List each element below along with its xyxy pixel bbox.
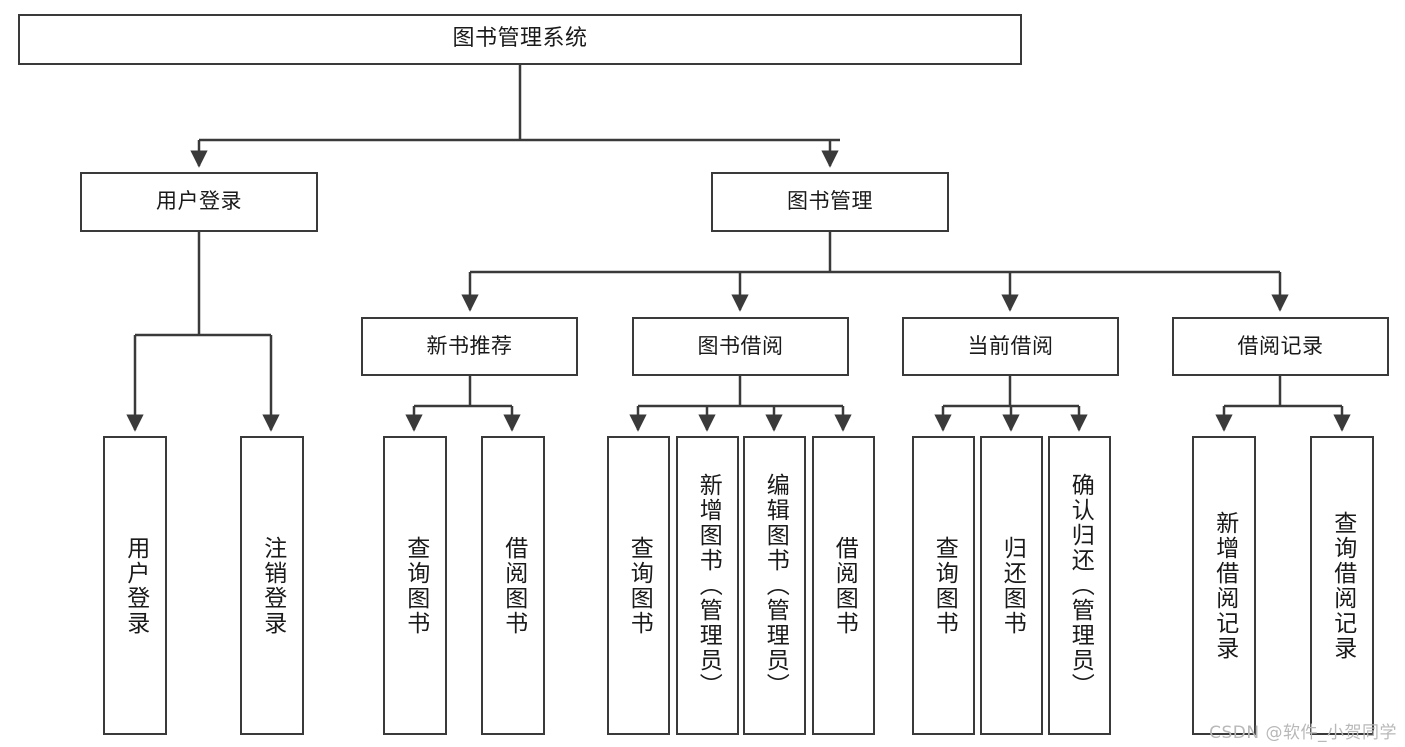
leaf-query-borrow-record[interactable]: 查询借阅记录 (1310, 436, 1374, 735)
node-label: 当前借阅 (967, 333, 1054, 358)
node-label: 查询借阅记录 (1329, 510, 1356, 661)
node-label: 借阅图书 (500, 535, 527, 636)
node-label: 查询图书 (626, 535, 653, 636)
node-label: 查询图书 (931, 535, 958, 636)
leaf-borrow-book-recommend[interactable]: 借阅图书 (481, 436, 545, 735)
node-label: 借阅记录 (1237, 333, 1324, 358)
node-label: 归还图书 (999, 535, 1026, 636)
node-user-login[interactable]: 用户登录 (80, 172, 318, 232)
node-label: 新增借阅记录 (1211, 510, 1238, 661)
node-label: 确认归还（管理员） (1067, 473, 1094, 698)
node-root-system[interactable]: 图书管理系统 (18, 14, 1022, 65)
node-label: 图书管理系统 (452, 26, 588, 52)
leaf-edit-book-admin[interactable]: 编辑图书（管理员） (743, 436, 806, 735)
node-label: 用户登录 (122, 535, 149, 636)
node-book-borrow[interactable]: 图书借阅 (632, 317, 849, 376)
leaf-return-book[interactable]: 归还图书 (980, 436, 1043, 735)
leaf-query-book-recommend[interactable]: 查询图书 (383, 436, 447, 735)
node-label: 注销登录 (259, 535, 286, 636)
leaf-borrow-book[interactable]: 借阅图书 (812, 436, 875, 735)
node-label: 用户登录 (156, 189, 242, 214)
node-label: 新增图书（管理员） (695, 473, 722, 698)
node-label: 编辑图书（管理员） (762, 473, 789, 698)
watermark: CSDN @软件_小贺同学 (1209, 723, 1397, 743)
node-borrow-record[interactable]: 借阅记录 (1172, 317, 1389, 376)
node-label: 图书管理 (787, 189, 873, 214)
leaf-add-borrow-record[interactable]: 新增借阅记录 (1192, 436, 1256, 735)
node-label: 新书推荐 (426, 333, 513, 358)
leaf-confirm-return-admin[interactable]: 确认归还（管理员） (1048, 436, 1111, 735)
node-label: 借阅图书 (831, 535, 858, 636)
node-current-borrow[interactable]: 当前借阅 (902, 317, 1119, 376)
node-label: 图书借阅 (697, 333, 784, 358)
node-label: 查询图书 (402, 535, 429, 636)
leaf-query-book-borrow[interactable]: 查询图书 (607, 436, 670, 735)
node-new-book-recommend[interactable]: 新书推荐 (361, 317, 578, 376)
leaf-user-login[interactable]: 用户登录 (103, 436, 167, 735)
leaf-add-book-admin[interactable]: 新增图书（管理员） (676, 436, 739, 735)
leaf-logout[interactable]: 注销登录 (240, 436, 304, 735)
node-book-management[interactable]: 图书管理 (711, 172, 949, 232)
leaf-query-book-current[interactable]: 查询图书 (912, 436, 975, 735)
